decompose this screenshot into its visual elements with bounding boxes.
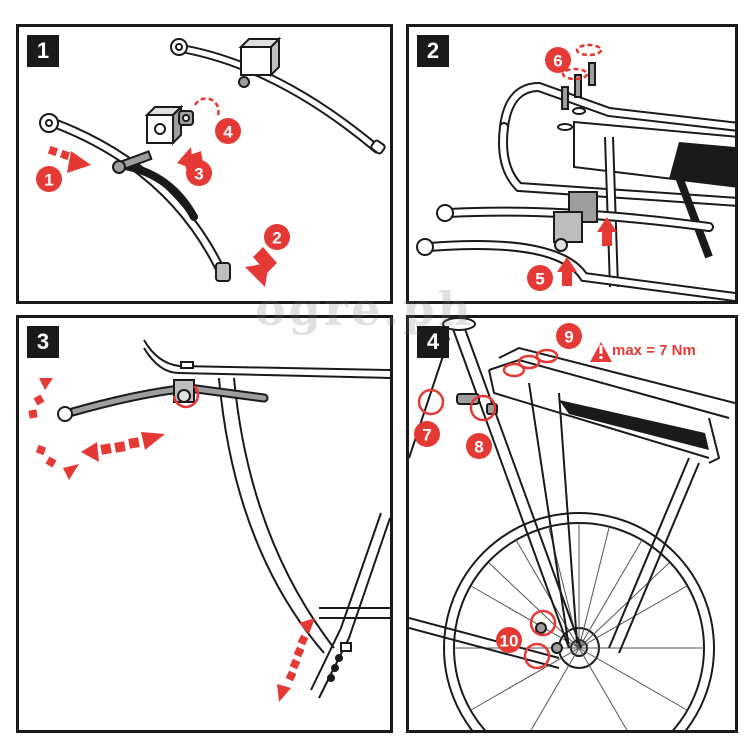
torque-warning: max = 7 Nm [612,342,696,359]
callout-3: 3 [186,160,212,186]
callout-7: 7 [414,421,440,447]
step-4-panel: 4 [406,315,738,733]
step-2-panel: 2 [406,24,738,304]
callout-10: 10 [496,627,522,653]
rotate-arrow-4 [193,97,220,118]
arrow-push-2 [245,247,277,287]
arrow-up-5b [557,257,577,286]
step-number: 1 [27,35,59,67]
callout-6: 6 [545,47,571,73]
svg-text:7: 7 [422,426,431,445]
mount-clamp [553,191,598,252]
step-3-illustration [28,339,390,702]
rotate-arrows [417,348,559,670]
screws [557,62,596,131]
svg-text:2: 2 [272,229,281,248]
arrow-up-5a [597,217,617,246]
svg-text:4: 4 [223,123,233,142]
callout-2: 2 [264,224,290,250]
end-cap [215,262,231,282]
callout-9: 9 [556,323,582,349]
step-1-illustration: 1 2 3 4 [36,36,386,287]
stay-clamps [456,393,563,654]
step-number: 3 [27,326,59,358]
step-number: 2 [417,35,449,67]
clamp-bolt [173,379,195,403]
swing-arrow [28,378,79,480]
stay-tube [39,113,224,272]
callout-4: 4 [215,118,241,144]
step-1-panel: 1 [16,24,393,304]
step-number: 4 [417,326,449,358]
callout-8: 8 [466,433,492,459]
nut [178,110,194,126]
frame-stay [218,377,390,699]
height-adjust-arrow [277,618,315,702]
clamp-block [144,104,184,146]
svg-text:9: 9 [564,328,573,347]
rack-rail-stripes [559,400,709,450]
assembled-clamp [238,36,282,88]
bolt-1 [112,150,153,174]
step-4-illustration: 7 8 9 10 [409,318,735,730]
step-2-illustration: 5 6 [416,43,735,301]
svg-text:3: 3 [194,165,203,184]
rotate-arrow-6 [561,43,603,81]
spokes [454,523,704,730]
rack-platform [143,339,390,379]
rack-rail-stripes [669,142,735,187]
svg-text:10: 10 [500,632,519,651]
callout-1: 1 [36,166,62,192]
arrow-push-1 [47,145,91,173]
svg-text:8: 8 [474,438,483,457]
warning-triangle-icon [590,342,612,362]
svg-text:6: 6 [553,52,562,71]
assembled-stay [170,38,386,155]
svg-text:1: 1 [44,171,53,190]
rack-frame [498,81,735,288]
slide-arrow [81,432,165,462]
svg-text:5: 5 [535,270,544,289]
rotate-arrow-3 [172,385,200,409]
stay-rod [57,383,269,422]
step-3-panel: 3 [16,315,393,733]
callout-5: 5 [527,265,553,291]
